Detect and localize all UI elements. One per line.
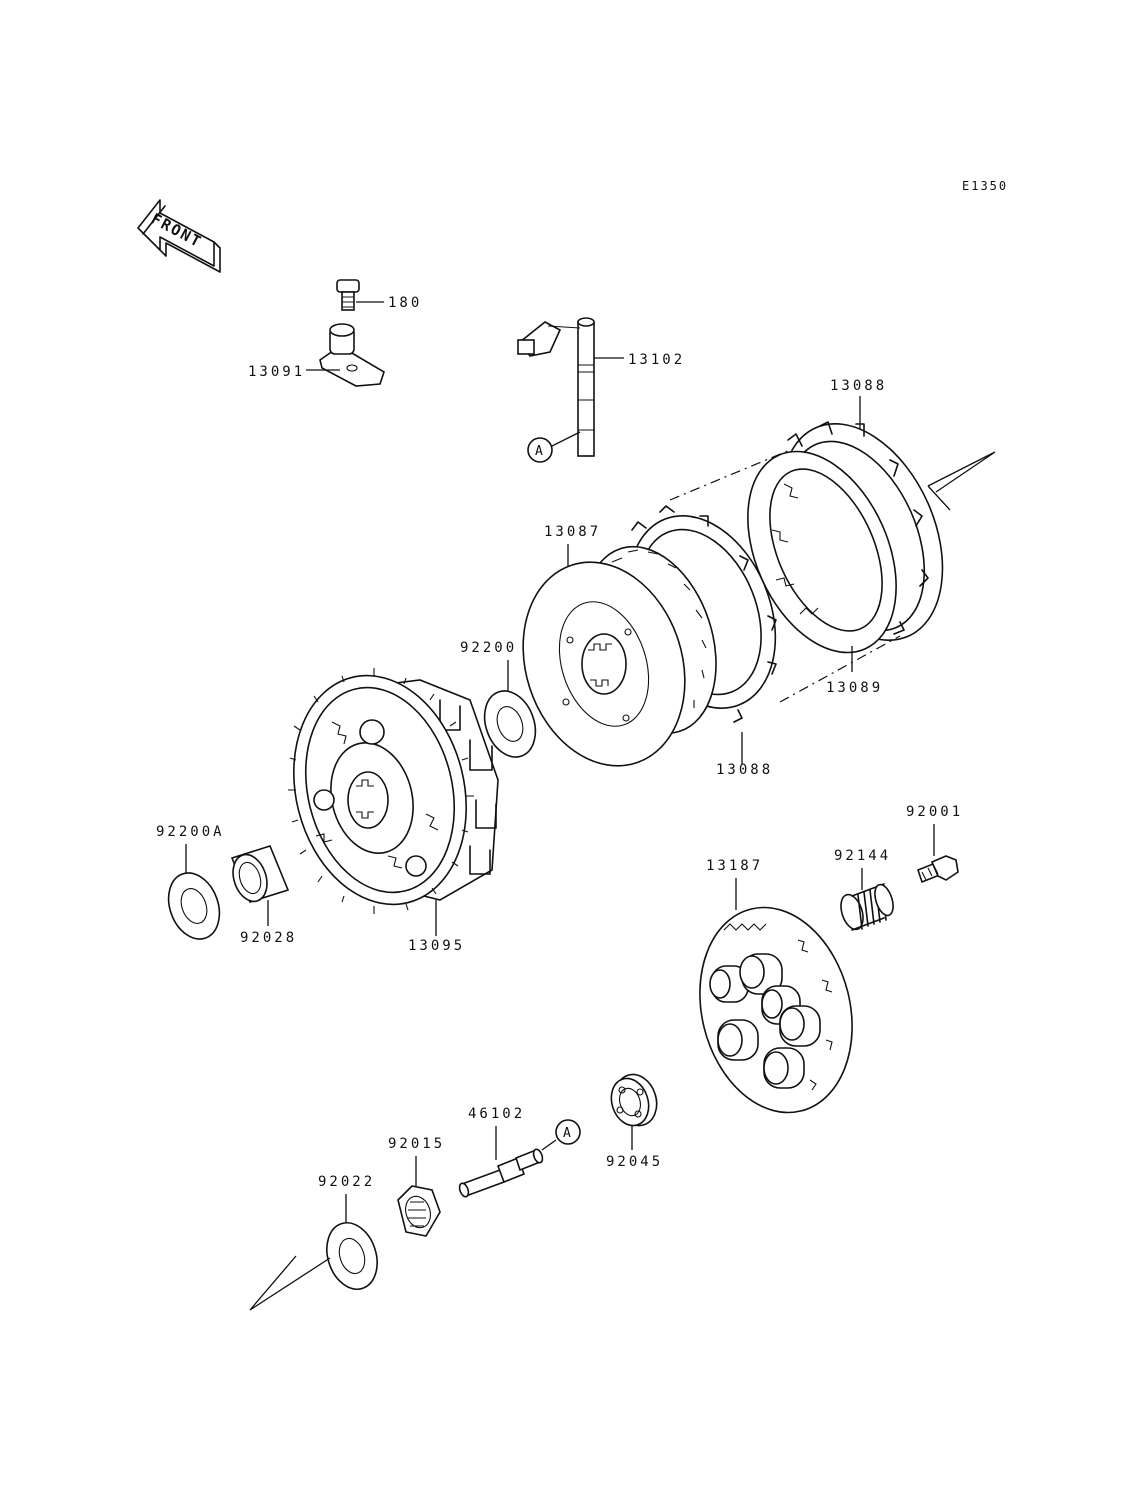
ref-marker-a-upper: A	[527, 431, 581, 463]
label-13089: 13089	[826, 680, 883, 696]
label-13102: 13102	[628, 352, 685, 368]
bolt-180-icon	[336, 279, 360, 311]
label-92028: 92028	[240, 930, 297, 946]
lever-shaft-13102-icon	[517, 317, 595, 457]
diagram-code: E1350	[962, 179, 1008, 193]
push-rod-46102-icon	[458, 1148, 544, 1198]
label-13087: 13087	[544, 524, 601, 540]
bearing-92045-icon	[610, 1073, 658, 1127]
svg-text:A: A	[563, 1126, 571, 1141]
svg-text:A: A	[535, 444, 543, 459]
label-92200A: 92200A	[156, 824, 225, 840]
label-92001: 92001	[906, 804, 963, 820]
bolt-92001-icon	[917, 855, 959, 884]
label-46102: 46102	[468, 1106, 525, 1122]
label-13091: 13091	[248, 364, 305, 380]
pressure-plate-13187-icon	[699, 906, 853, 1114]
sleeve-92028-icon	[230, 845, 290, 903]
label-13088-top: 13088	[830, 378, 887, 394]
label-92200: 92200	[460, 640, 517, 656]
washer-92200A-icon	[167, 872, 221, 940]
front-arrow-icon: FRONT	[137, 199, 221, 273]
label-13088-bottom: 13088	[716, 762, 773, 778]
label-180: 180	[388, 295, 422, 311]
label-92045: 92045	[606, 1154, 663, 1170]
label-13187: 13187	[706, 858, 763, 874]
nut-92015-icon	[397, 1185, 441, 1237]
washer-92200-icon	[483, 690, 537, 758]
ref-marker-a-lower: A	[555, 1119, 581, 1145]
clutch-housing-13095-icon	[288, 668, 499, 914]
label-92015: 92015	[388, 1136, 445, 1152]
washer-92022-icon	[326, 1222, 378, 1290]
label-92144: 92144	[834, 848, 891, 864]
spring-92144-icon	[840, 883, 894, 931]
bracket-13091-icon	[319, 323, 385, 387]
label-92022: 92022	[318, 1174, 375, 1190]
label-13095: 13095	[408, 938, 465, 954]
clutch-hub-13087-icon	[522, 545, 717, 767]
